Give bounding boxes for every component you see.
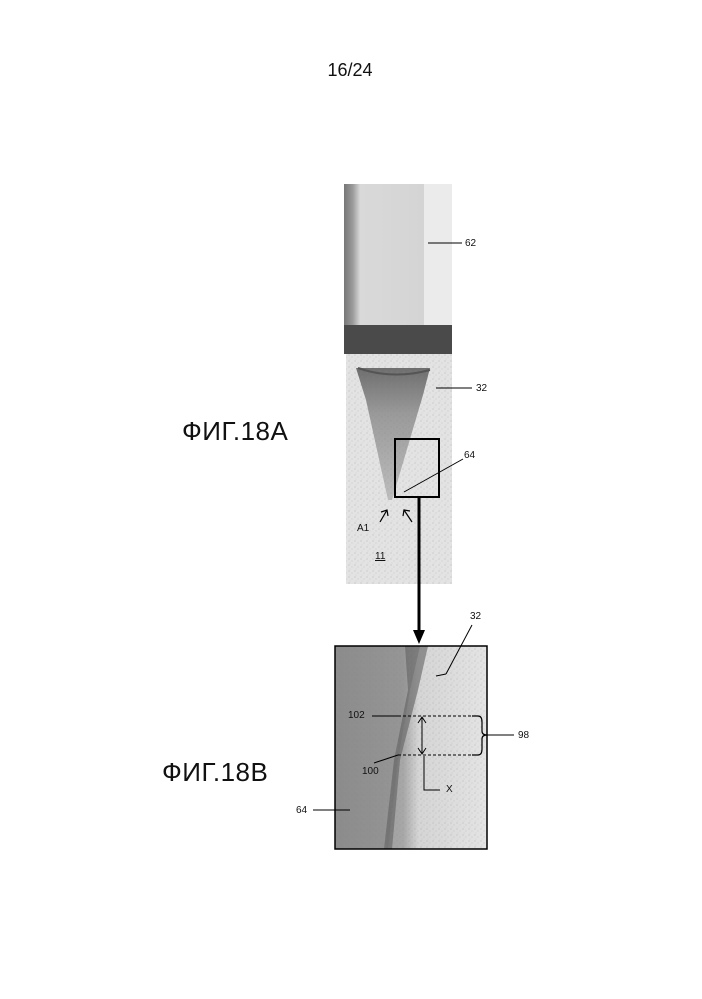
ref-100: 100 — [362, 767, 379, 777]
ref-x: X — [446, 785, 453, 795]
ref-11: 11 — [375, 552, 385, 562]
figure-18b-image — [335, 646, 487, 849]
ref-32-a: 32 — [476, 384, 487, 394]
ref-102: 102 — [348, 711, 365, 721]
ref-64-a: 64 — [464, 451, 475, 461]
connecting-arrow-head — [413, 630, 425, 644]
ref-32-b: 32 — [470, 612, 481, 622]
ref-a1: А1 — [357, 524, 369, 534]
ref-62: 62 — [465, 239, 476, 249]
ref-64-b: 64 — [296, 806, 307, 816]
ref-98: 98 — [518, 731, 529, 741]
